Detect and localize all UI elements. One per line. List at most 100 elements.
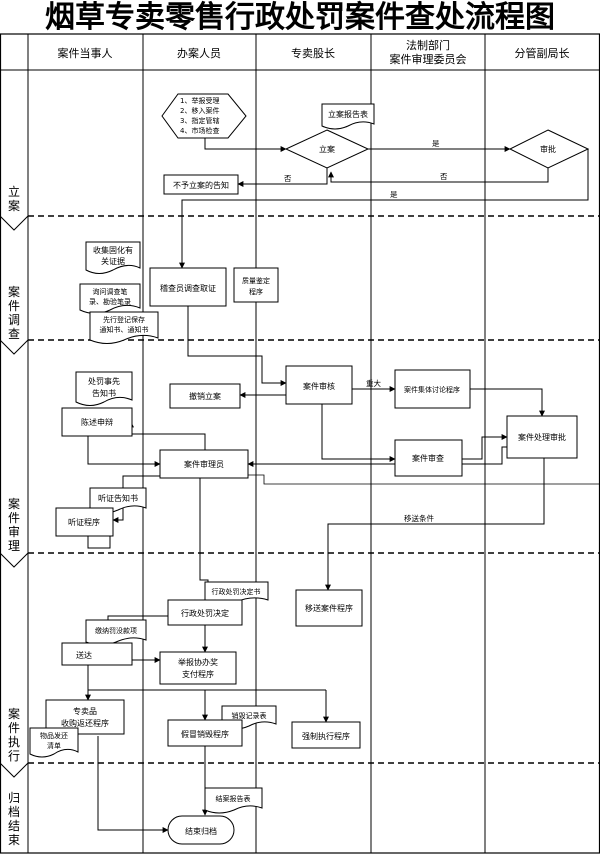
enforcement-node: 强制执行程序	[291, 721, 361, 749]
svg-text:处罚事先: 处罚事先	[88, 376, 120, 386]
edge-label-yes: 是	[390, 190, 398, 199]
svg-text:收集固化有: 收集固化有	[93, 245, 133, 255]
svg-text:审批: 审批	[540, 144, 556, 154]
diagram-title: 烟草专卖零售行政处罚案件查处流程图	[45, 0, 555, 35]
svg-text:陈述申辩: 陈述申辩	[81, 417, 113, 427]
phase-label: 归	[8, 791, 20, 805]
svg-text:专卖品: 专卖品	[73, 706, 97, 716]
filing-report-doc: 立案报告表	[321, 103, 375, 130]
quality-inspection-node: 质量鉴定 程序	[233, 267, 279, 303]
svg-text:稽查员调查取证: 稽查员调查取证	[160, 283, 216, 293]
approve-decision: 审批	[508, 129, 590, 169]
lane-header-party: 案件当事人	[58, 46, 113, 60]
phase-label: 结	[8, 819, 20, 833]
edge-label-no: 否	[284, 174, 292, 183]
svg-text:关证据: 关证据	[101, 256, 125, 266]
svg-text:立案报告表: 立案报告表	[328, 109, 368, 119]
svg-text:不予立案的告知: 不予立案的告知	[173, 180, 229, 190]
case-approval-node: 案件处理审批	[506, 415, 578, 459]
svg-text:强制执行程序: 强制执行程序	[302, 731, 350, 741]
phase-label: 审	[8, 524, 20, 539]
preservation-notice-doc: 先行登记保存 通知书、通知书	[89, 311, 159, 344]
investigation-node: 稽查员调查取证	[149, 267, 227, 307]
statement-defense-node: 陈述申辩	[61, 407, 133, 437]
svg-text:质量鉴定: 质量鉴定	[242, 276, 270, 285]
svg-text:收购返还程序: 收购返还程序	[61, 718, 109, 728]
phase-label: 调	[8, 313, 20, 327]
no-filing-notice: 不予立案的告知	[163, 174, 239, 195]
fine-payment-doc: 缴纳罚没款项	[85, 619, 147, 646]
svg-text:案件审理员: 案件审理员	[184, 459, 224, 469]
prior-notice-doc: 处罚事先 告知书	[75, 371, 133, 406]
edge-label-major: 重大	[366, 378, 381, 388]
hearing-procedure-node: 听证程序	[55, 507, 114, 537]
svg-text:询问调查笔: 询问调查笔	[93, 287, 128, 296]
svg-text:3、指定管辖: 3、指定管辖	[180, 116, 219, 125]
phase-label: 档	[8, 805, 20, 819]
svg-text:立案: 立案	[319, 144, 335, 154]
phase-label: 件	[8, 721, 20, 735]
edge-label-no: 否	[440, 172, 448, 181]
svg-text:物品发还: 物品发还	[40, 731, 68, 740]
phase-label: 理	[8, 539, 20, 553]
svg-text:结束归档: 结束归档	[185, 826, 217, 836]
phase-label: 案	[8, 496, 20, 511]
reward-payment-node: 举报协办奖 支付程序	[159, 651, 237, 685]
phase-label: 案	[8, 284, 20, 299]
svg-text:先行登记保存: 先行登记保存	[103, 315, 145, 324]
delivery-node: 送达	[61, 642, 133, 666]
counterfeit-destruction-node: 假冒销毁程序	[167, 719, 243, 747]
svg-text:结案报告表: 结案报告表	[216, 794, 251, 803]
phase-label: 件	[8, 511, 20, 525]
filing-decision: 立案	[284, 129, 370, 169]
edge-label-transfer-condition: 移送条件	[404, 513, 434, 523]
svg-text:缴纳罚没款项: 缴纳罚没款项	[95, 626, 137, 635]
close-report-doc: 结案报告表	[204, 787, 263, 814]
svg-text:案件处理审批: 案件处理审批	[518, 432, 566, 442]
svg-text:假冒销毁程序: 假冒销毁程序	[181, 729, 229, 739]
close-archive-terminator: 结束归档	[167, 815, 235, 845]
lane-header-section-chief: 专卖股长	[291, 46, 335, 60]
interview-record-doc: 询问调查笔 录、勘验笔录	[79, 283, 141, 314]
svg-text:4、市场检查: 4、市场检查	[180, 126, 219, 135]
phase-label: 行	[8, 749, 20, 763]
case-transfer-node: 移送案件程序	[295, 589, 363, 627]
svg-text:听证程序: 听证程序	[68, 517, 100, 527]
phase-label: 案	[8, 198, 20, 213]
svg-text:通知书、通知书: 通知书、通知书	[100, 325, 149, 334]
svg-text:行政处罚决定: 行政处罚决定	[181, 608, 229, 618]
svg-text:送达: 送达	[76, 650, 92, 660]
phase-label: 执	[8, 735, 20, 749]
lane-header-legal-line2: 案件审理委员会	[390, 52, 467, 66]
svg-text:清单: 清单	[47, 741, 61, 750]
svg-text:销毁记录表: 销毁记录表	[232, 711, 267, 720]
penalty-decision-node: 行政处罚决定	[167, 599, 243, 626]
case-source-node: 1、举报受理 2、移入案件 3、指定管辖 4、市场检查	[161, 93, 247, 139]
svg-text:程序: 程序	[249, 287, 263, 296]
phase-label: 案	[8, 706, 20, 721]
svg-text:案件审查: 案件审查	[412, 453, 444, 463]
case-examiner-node: 案件审理员	[159, 449, 249, 479]
edge-label-yes: 是	[432, 139, 440, 148]
svg-text:听证告知书: 听证告知书	[98, 493, 138, 503]
phase-label: 立	[8, 184, 20, 199]
cancel-case-node: 撤销立案	[169, 383, 241, 409]
svg-text:撤销立案: 撤销立案	[189, 391, 221, 401]
phase-label: 查	[8, 327, 20, 341]
lane-header-deputy: 分管副局长	[515, 46, 570, 60]
svg-text:2、移入案件: 2、移入案件	[180, 106, 219, 115]
svg-text:告知书: 告知书	[92, 388, 116, 398]
svg-text:案件集体讨论程序: 案件集体讨论程序	[404, 385, 460, 394]
case-audit-node: 案件审查	[394, 439, 463, 477]
case-review-node: 案件审核	[285, 365, 353, 405]
goods-return-list-doc: 物品发还 清单	[29, 727, 79, 758]
collective-discussion-node: 案件集体讨论程序	[394, 369, 471, 409]
svg-text:1、举报受理: 1、举报受理	[180, 96, 219, 105]
lane-header-legal-line1: 法制部门	[406, 38, 450, 52]
svg-text:录、勘验笔录: 录、勘验笔录	[89, 297, 131, 306]
phase-label: 件	[8, 299, 20, 313]
lane-header-handler: 办案人员	[177, 46, 221, 60]
phase-label: 束	[8, 833, 20, 847]
svg-text:举报协办奖: 举报协办奖	[178, 657, 218, 667]
